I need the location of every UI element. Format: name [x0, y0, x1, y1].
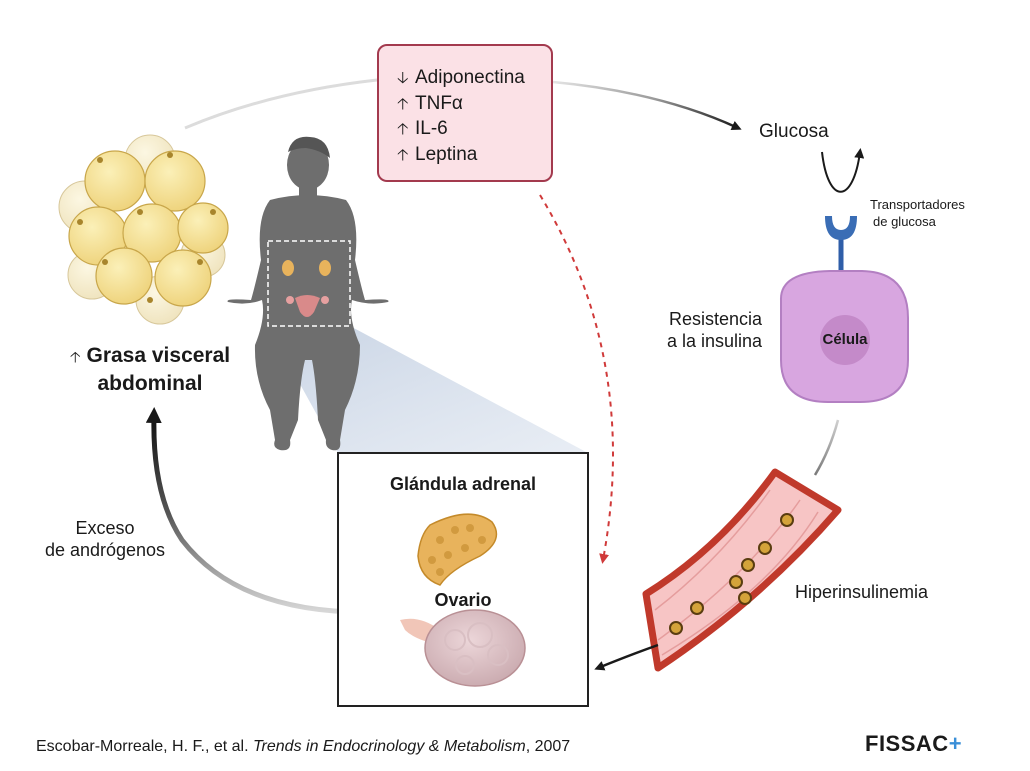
cytokine-label: Leptina [415, 143, 478, 165]
cytokine-leptina: 🡡 Leptina [397, 143, 551, 169]
cytokine-il6: 🡡 IL-6 [397, 117, 551, 143]
insulin-molecule [669, 621, 683, 635]
arrow-androgens-to-fat [145, 407, 376, 615]
citation: Escobar-Morreale, H. F., et al. Trends i… [36, 738, 570, 756]
arc-fat-to-cytokines [184, 78, 378, 130]
insulin-molecule [729, 575, 743, 589]
fat-cells-icon [58, 134, 229, 325]
cytokine-box: 🡣 Adiponectina 🡡 TNFα 🡡 IL-6 🡡 Leptina [377, 44, 553, 182]
ovary-icon [400, 609, 526, 687]
logo-text: FISSAC [865, 731, 949, 756]
hyperinsulinemia-label: Hiperinsulinemia [795, 582, 929, 602]
arrow-up-icon: 🡡 [397, 146, 409, 164]
insulin-molecule [758, 541, 772, 555]
transporters-line1: Transportadores [870, 197, 965, 212]
insulin-molecule [690, 601, 704, 615]
zoom-region-dashed [267, 240, 351, 327]
cytokine-tnf: 🡡 TNFα [397, 92, 551, 118]
arrow-vessel-to-organs [594, 643, 659, 671]
cytokine-label: TNFα [415, 92, 463, 114]
cell-label: Célula [822, 331, 868, 348]
cytokine-label: Adiponectina [415, 67, 525, 88]
fat-label: 🡡 Grasa visceral abdominal [50, 343, 250, 397]
fat-line1: Grasa visceral [86, 344, 231, 367]
blood-vessel-icon [642, 468, 842, 672]
resistance-line1: Resistencia [668, 309, 762, 329]
transporters-label: Transportadores de glucosa [870, 196, 965, 230]
dashed-arrow-cytokines-to-organs [539, 194, 614, 564]
insulin-molecule [738, 591, 752, 605]
adrenal-gland-icon [417, 513, 498, 586]
arrow-to-glucosa [552, 80, 742, 131]
fat-line2: abdominal [97, 372, 203, 395]
fissac-logo: FISSAC+ [865, 731, 962, 757]
transporters-line2: de glucosa [873, 214, 936, 229]
glucosa-label: Glucosa [759, 121, 829, 142]
glucose-uptake-arrow [821, 148, 865, 193]
arrow-cell-to-vessel [813, 419, 840, 476]
arrow-down-icon: 🡣 [397, 70, 409, 87]
resistance-label: Resistencia a la insulina [640, 308, 762, 352]
ovary-label: Ovario [434, 590, 492, 610]
resistance-line2: a la insulina [666, 331, 762, 351]
citation-year: , 2007 [525, 738, 571, 755]
mini-organs-icon [282, 260, 331, 317]
cytokine-adiponectina: 🡣 Adiponectina [397, 66, 551, 92]
insulin-molecules [669, 513, 794, 635]
cytokine-label: IL-6 [415, 118, 448, 139]
androgen-line1: Exceso [75, 518, 135, 538]
citation-journal: Trends in Endocrinology & Metabolism [252, 738, 526, 755]
arrow-up-icon: 🡡 [397, 121, 409, 138]
adrenal-label: Glándula adrenal [389, 474, 537, 494]
androgen-label: Exceso de andrógenos [30, 517, 180, 561]
arrow-up-icon: 🡡 [69, 349, 81, 366]
androgen-line2: de andrógenos [44, 540, 166, 560]
insulin-molecule [741, 558, 755, 572]
logo-plus: + [948, 731, 963, 756]
arrow-up-icon: 🡡 [397, 95, 409, 113]
citation-authors: Escobar-Morreale, H. F., et al. [36, 738, 253, 755]
cell-icon [779, 270, 909, 403]
insulin-molecule [780, 513, 794, 527]
